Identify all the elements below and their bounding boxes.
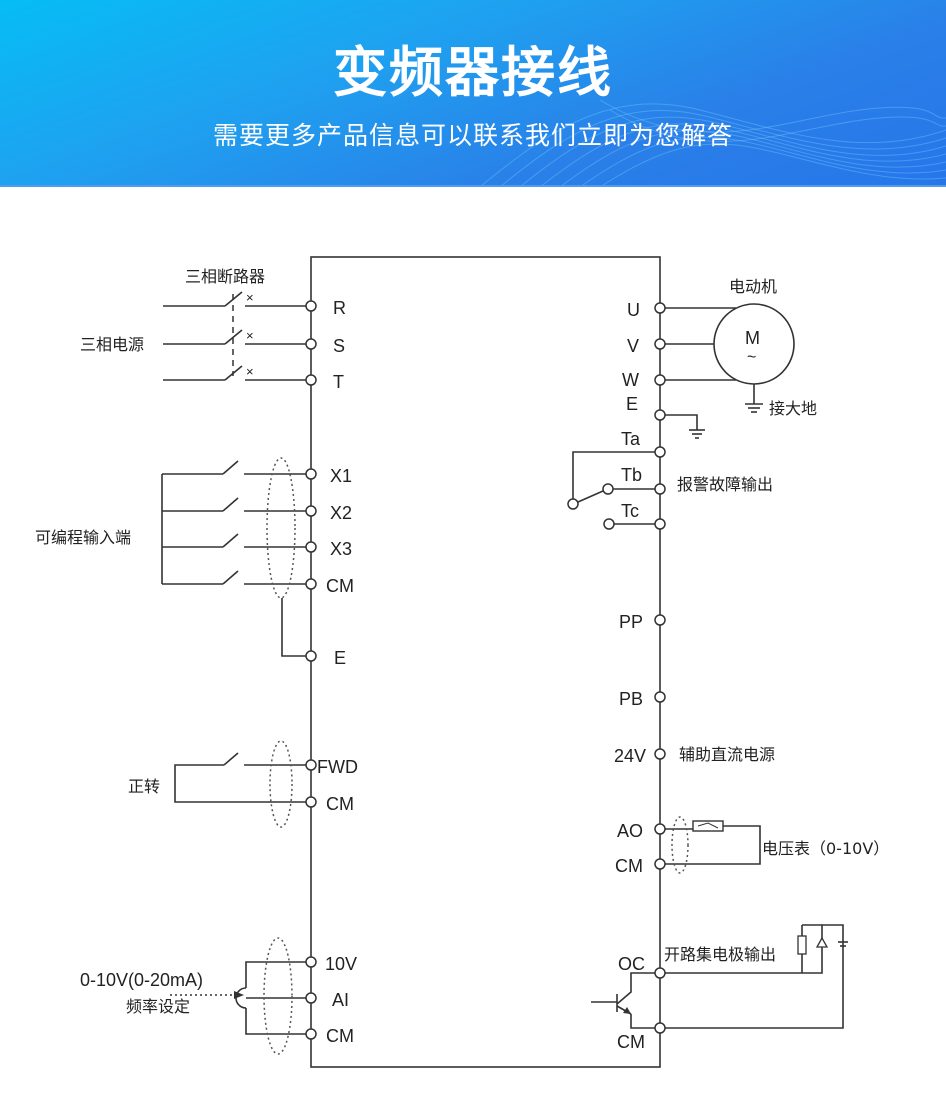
terminal-x1	[305, 468, 317, 480]
open-collector-label: 开路集电极输出	[664, 945, 776, 964]
motor-ac-symbol: ~	[747, 349, 756, 366]
terminal-label-cm-ao: CM	[615, 856, 643, 876]
terminal-label-ta: Ta	[621, 429, 641, 449]
power-source-label: 三相电源	[80, 335, 144, 354]
terminal-label-tb: Tb	[621, 465, 642, 485]
terminal-label-ao: AO	[617, 821, 643, 841]
terminal-label-pb: PB	[619, 689, 643, 709]
terminal-label-u: U	[627, 300, 640, 320]
wave-decoration	[479, 99, 946, 187]
terminal-label-v: V	[627, 336, 639, 356]
voltmeter-label: 电压表（0-10V）	[762, 839, 889, 858]
terminal-label-t: T	[333, 372, 344, 392]
terminal-24v	[654, 748, 666, 760]
terminal-pb	[654, 691, 666, 703]
terminal-u	[654, 302, 666, 314]
terminal-label-cm-oc: CM	[617, 1032, 645, 1052]
terminal-label-s: S	[333, 336, 345, 356]
terminal-w	[654, 374, 666, 386]
terminal-e-left	[305, 650, 317, 662]
motor-symbol: M	[745, 328, 760, 348]
terminal-r	[305, 300, 317, 312]
terminal-ai	[305, 992, 317, 1004]
terminal-pp	[654, 614, 666, 626]
forward-switch	[174, 740, 306, 828]
inverter-box	[310, 256, 661, 1068]
terminal-label-x3: X3	[330, 539, 352, 559]
breaker-mark-t: ×	[246, 364, 254, 379]
terminal-oc	[654, 967, 666, 979]
breaker-label: 三相断路器	[185, 267, 265, 286]
terminal-label-24v: 24V	[614, 746, 646, 766]
breaker-mark-r: ×	[246, 290, 254, 305]
terminal-label-e-left: E	[334, 648, 346, 668]
freq-range-label: 0-10V(0-20mA)	[80, 970, 203, 990]
terminal-fwd	[305, 759, 317, 771]
open-collector-circuit	[591, 924, 848, 1029]
terminal-tb	[654, 483, 666, 495]
ground-symbol	[665, 414, 705, 439]
terminal-t	[305, 374, 317, 386]
voltmeter	[665, 816, 761, 874]
freq-setting-label: 频率设定	[126, 997, 190, 1016]
terminal-cm-2	[305, 796, 317, 808]
terminal-label-tc: Tc	[621, 501, 639, 521]
terminal-s	[305, 338, 317, 350]
breaker-mark-s: ×	[246, 328, 254, 343]
terminal-cm-oc	[654, 1022, 666, 1034]
terminal-tc	[654, 518, 666, 530]
terminal-label-cm-2: CM	[326, 794, 354, 814]
terminal-label-cm-3: CM	[326, 1026, 354, 1046]
alarm-output-label: 报警故障输出	[677, 475, 773, 494]
programmable-input-switches	[161, 457, 306, 657]
header-banner: 变频器接线 需要更多产品信息可以联系我们立即为您解答	[0, 0, 946, 187]
terminal-label-ai: AI	[332, 990, 349, 1010]
programmable-inputs-label: 可编程输入端	[35, 528, 131, 547]
terminal-v	[654, 338, 666, 350]
page-title: 变频器接线	[333, 41, 613, 104]
terminal-cm-3	[305, 1028, 317, 1040]
motor	[665, 303, 795, 413]
terminal-label-oc: OC	[618, 954, 645, 974]
terminal-e-right	[654, 409, 666, 421]
motor-label: 电动机	[729, 277, 777, 296]
terminal-x2	[305, 505, 317, 517]
terminal-label-r: R	[333, 298, 346, 318]
page-subtitle: 需要更多产品信息可以联系我们立即为您解答	[212, 121, 733, 150]
potentiometer	[170, 937, 306, 1055]
earth-ground-label: 接大地	[769, 399, 817, 418]
terminal-ta	[654, 446, 666, 458]
terminal-cm-1	[305, 578, 317, 590]
forward-label: 正转	[128, 777, 160, 796]
terminal-label-cm-1: CM	[326, 576, 354, 596]
terminal-label-e-right: E	[626, 394, 638, 414]
terminal-label-x2: X2	[330, 503, 352, 523]
terminal-10v	[305, 956, 317, 968]
terminal-label-w: W	[622, 370, 639, 390]
alarm-relay	[567, 451, 655, 530]
aux-dc-label: 辅助直流电源	[679, 745, 775, 764]
terminal-label-x1: X1	[330, 466, 352, 486]
terminal-x3	[305, 541, 317, 553]
breaker-switches	[163, 291, 306, 381]
terminal-cm-ao	[654, 858, 666, 870]
terminal-label-pp: PP	[619, 612, 643, 632]
terminal-label-fwd: FWD	[317, 757, 358, 777]
terminal-ao	[654, 823, 666, 835]
terminal-label-10v: 10V	[325, 954, 357, 974]
